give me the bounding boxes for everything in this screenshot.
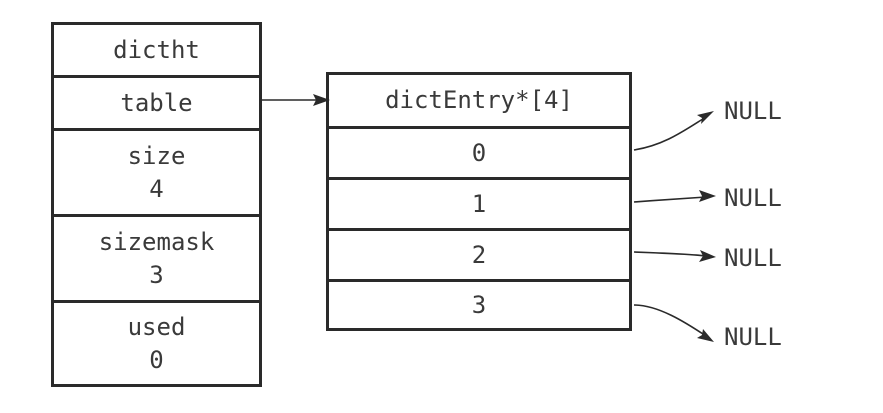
slot-3-label: 3 <box>471 290 487 319</box>
dictentry-header: dictEntry*[4] <box>385 86 573 114</box>
slot-0-arrowhead-icon <box>697 111 714 124</box>
dictht-header: dictht <box>113 35 200 64</box>
slot-0-cell: 0 <box>329 126 629 177</box>
sizemask-value: 3 <box>149 260 164 289</box>
size-cell: size 4 <box>54 128 259 214</box>
slot-2-label: 2 <box>471 240 487 269</box>
slot-2-arrowhead-icon <box>699 250 716 262</box>
slot-3-arrow <box>633 304 707 337</box>
slot-2-cell: 2 <box>329 228 629 279</box>
table-cell: table <box>54 75 259 128</box>
sizemask-cell: sizemask 3 <box>54 214 259 300</box>
sizemask-label: sizemask <box>98 227 215 256</box>
table-label: table <box>120 88 193 117</box>
slot-1-arrowhead-icon <box>699 190 716 202</box>
used-value: 0 <box>149 345 164 374</box>
used-label: used <box>127 312 186 341</box>
null-label-0: NULL <box>724 97 782 125</box>
size-value: 4 <box>149 174 164 203</box>
null-label-3: NULL <box>724 323 782 351</box>
dictentry-header-cell: dictEntry*[4] <box>329 75 629 126</box>
slot-2-arrow <box>633 251 707 257</box>
table-arrowhead-icon <box>313 94 330 106</box>
slot-1-label: 1 <box>471 189 487 218</box>
slot-1-arrow <box>633 196 707 203</box>
slot-3-arrowhead-icon <box>697 329 714 342</box>
used-cell: used 0 <box>54 300 259 384</box>
dictentry-array-box: dictEntry*[4] 0 1 2 3 <box>326 72 632 331</box>
slot-3-cell: 3 <box>329 279 629 328</box>
slot-0-arrow <box>633 116 707 151</box>
null-label-1: NULL <box>724 184 782 212</box>
slot-0-label: 0 <box>471 138 487 167</box>
null-label-2: NULL <box>724 244 782 272</box>
size-label: size <box>127 141 186 170</box>
slot-1-cell: 1 <box>329 177 629 228</box>
dictht-header-cell: dictht <box>54 25 259 75</box>
dictht-box: dictht table size 4 sizemask 3 used 0 <box>51 22 262 387</box>
